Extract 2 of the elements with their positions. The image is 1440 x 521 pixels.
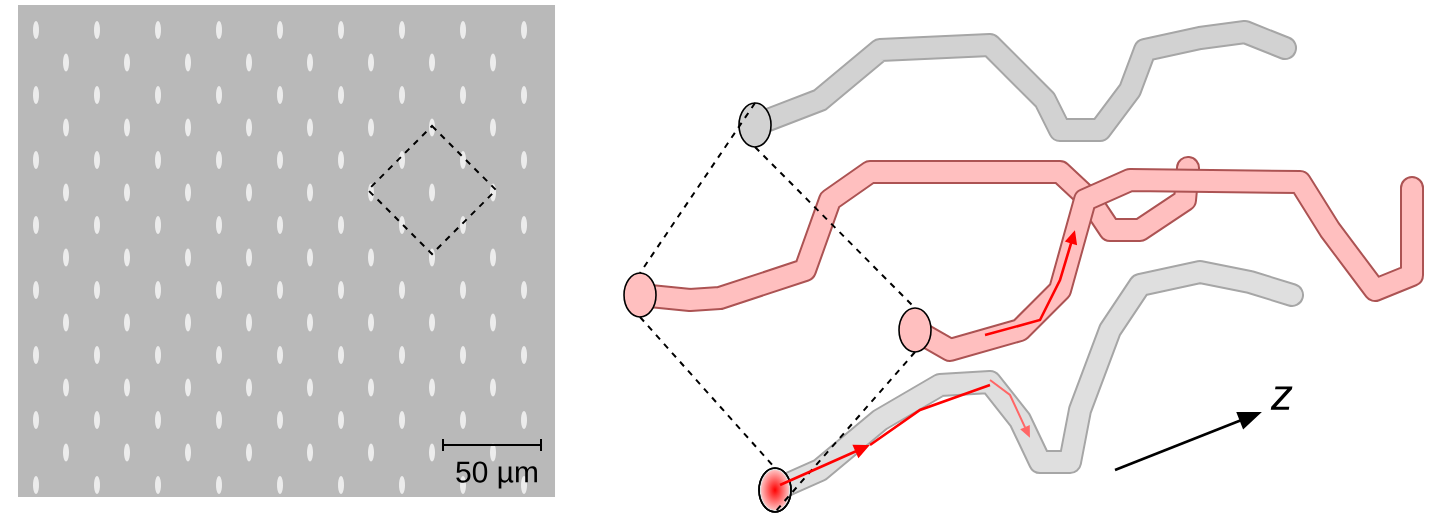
axis-label: z xyxy=(1270,386,1293,410)
scale-label: 50 µm xyxy=(456,461,537,489)
